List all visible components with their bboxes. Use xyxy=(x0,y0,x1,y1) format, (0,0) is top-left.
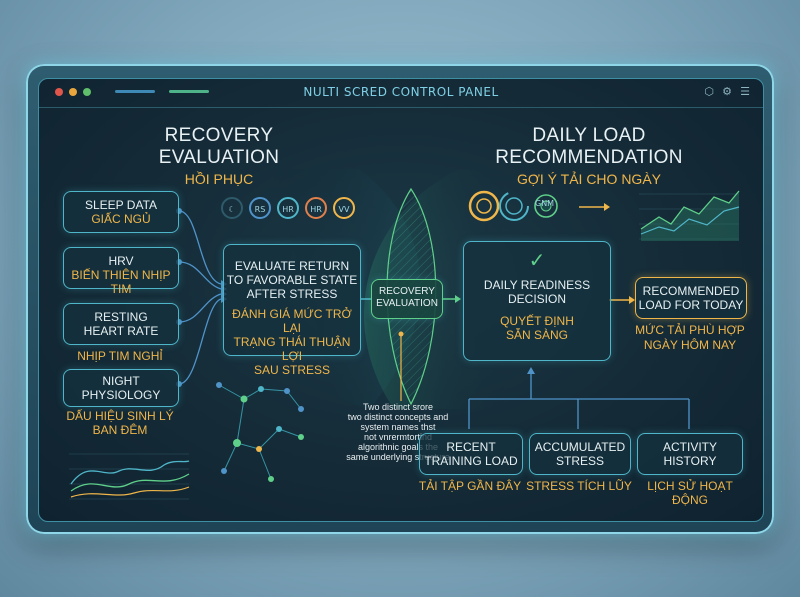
night-physiology-vi: DẤU HIỆU SINH LÝ BAN ĐÊM xyxy=(63,409,177,437)
readiness-en-1: DAILY READINESS xyxy=(483,278,591,292)
ring-hr-2: HR xyxy=(305,197,327,219)
close-dot[interactable] xyxy=(55,88,63,96)
night-physiology-vi-2: BAN ĐÊM xyxy=(92,423,148,437)
gauge-label: GNM xyxy=(535,199,555,208)
factor-2-vi: STRESS TÍCH LŨY xyxy=(526,479,632,493)
left-panel-header: RECOVERY EVALUATION HỒI PHỤC xyxy=(109,125,329,187)
right-panel-title: DAILY LOAD RECOMMENDATION xyxy=(495,125,683,168)
tab-indicator-2[interactable] xyxy=(169,90,209,93)
bridge-label-1: RECOVERY xyxy=(379,286,435,297)
factor-2-en-1: ACCUMULATED xyxy=(534,440,626,454)
evaluate-en-2: TO FAVORABLE STATE xyxy=(226,273,358,287)
factor-1-en-2: TRAINING LOAD xyxy=(424,454,518,468)
evaluate-vi-1: ĐÁNH GIÁ MỨC TRỞ LẠI xyxy=(232,307,352,335)
recovery-evaluation-bridge[interactable]: RECOVERY EVALUATION xyxy=(371,279,443,319)
sleep-data-vi: GIẤC NGỦ xyxy=(91,212,151,226)
night-physiology-vi-1: DẤU HIỆU SINH LÝ xyxy=(66,409,174,423)
settings-icon[interactable]: ⚙ xyxy=(722,85,732,98)
menu-icon[interactable]: ☰ xyxy=(740,85,750,98)
hrv-vi: BIẾN THIÊN NHỊP TIM xyxy=(71,268,171,296)
hrv-card[interactable]: HRV BIẾN THIÊN NHỊP TIM xyxy=(63,247,179,296)
check-icon: ✓ xyxy=(528,250,546,272)
recommended-en-2: LOAD FOR TODAY xyxy=(638,298,744,312)
mini-chart-left xyxy=(69,453,190,500)
minimize-dot[interactable] xyxy=(69,88,77,96)
note-line-5: algorithnic goals the xyxy=(357,442,439,452)
factor-3-en-1: ACTIVITY xyxy=(662,440,717,454)
evaluate-en-3: AFTER STRESS xyxy=(246,287,338,301)
bridge-label-2: EVALUATION xyxy=(376,298,438,309)
ring-hr-1: HR xyxy=(277,197,299,219)
night-physiology-label-2: PHYSIOLOGY xyxy=(81,388,161,402)
resting-hr-label-1: RESTING xyxy=(94,310,148,324)
resting-hr-vi: NHỊP TIM NGHỈ xyxy=(77,349,163,363)
evaluate-vi-3: SAU STRESS xyxy=(253,363,331,377)
evaluate-vi-2: TRẠNG THÁI THUẬN LỢI xyxy=(233,335,351,363)
right-panel-header: DAILY LOAD RECOMMENDATION GỢI Ý TẢI CHO … xyxy=(439,125,739,187)
right-panel-subtitle: GỢI Ý TẢI CHO NGÀY xyxy=(517,171,661,187)
ring-vv: VV xyxy=(333,197,355,219)
daily-readiness-card[interactable]: ✓ DAILY READINESS DECISION QUYẾT ĐỊNH SẴ… xyxy=(463,241,611,361)
recommended-vi-2: NGÀY HÔM NAY xyxy=(643,338,737,352)
recent-training-load-card[interactable]: RECENT TRAINING LOAD xyxy=(419,433,523,475)
note-line-3: system names thst xyxy=(360,422,436,432)
overlap-note: Two distinct srore two distinct concepts… xyxy=(332,402,464,462)
night-physiology-label-1: NIGHT xyxy=(102,374,140,388)
hexagon-icon[interactable]: ⬡ xyxy=(704,85,714,98)
recommended-en-1: RECOMMENDED xyxy=(642,284,740,298)
note-line-4: not vnrermtortind xyxy=(363,432,433,442)
tab-indicator[interactable] xyxy=(115,90,155,93)
moon-icon: ☾ xyxy=(221,197,243,219)
factor-1-vi: TẢI TẬP GẦN ĐÂY xyxy=(418,479,522,493)
note-line-6: same underlying structure xyxy=(346,452,450,462)
activity-history-card[interactable]: ACTIVITY HISTORY xyxy=(637,433,743,475)
resting-hr-label-2: HEART RATE xyxy=(83,324,159,338)
note-line-2: two distinct concepts and xyxy=(347,412,449,422)
readiness-vi-1: QUYẾT ĐỊNH xyxy=(500,314,574,328)
sleep-data-card[interactable]: SLEEP DATA GIẤC NGỦ xyxy=(63,191,179,233)
recommended-vi: MỨC TẢI PHÙ HỢP NGÀY HÔM NAY xyxy=(625,323,755,353)
control-panel-screen: NULTI SCRED CONTROL PANEL ⬡ ⚙ ☰ xyxy=(38,78,764,522)
evaluate-en-1: EVALUATE RETURN xyxy=(234,259,350,273)
left-panel-subtitle: HỒI PHỤC xyxy=(184,171,254,187)
factor-2-en-2: STRESS xyxy=(555,454,604,468)
window-titlebar: NULTI SCRED CONTROL PANEL ⬡ ⚙ ☰ xyxy=(39,79,763,108)
resting-heart-rate-card[interactable]: RESTING HEART RATE xyxy=(63,303,179,345)
sleep-data-label: SLEEP DATA xyxy=(84,198,158,212)
accumulated-stress-card[interactable]: ACCUMULATED STRESS xyxy=(529,433,631,475)
recommended-vi-1: MỨC TẢI PHÙ HỢP xyxy=(635,323,745,337)
gauge-ring-1 xyxy=(468,190,500,222)
readiness-en-2: DECISION xyxy=(507,292,566,306)
readiness-vi-2: SẴN SÀNG xyxy=(505,328,568,342)
night-physiology-card[interactable]: NIGHT PHYSIOLOGY xyxy=(63,369,179,407)
left-panel-title: RECOVERY EVALUATION xyxy=(158,125,280,168)
mini-chart-right xyxy=(639,190,740,241)
evaluate-return-card[interactable]: EVALUATE RETURN TO FAVORABLE STATE AFTER… xyxy=(223,244,361,377)
maximize-dot[interactable] xyxy=(83,88,91,96)
factor-3-en-2: HISTORY xyxy=(663,454,717,468)
note-line-1: Two distinct srore xyxy=(362,402,434,412)
ring-rs: RS xyxy=(249,197,271,219)
window-title: NULTI SCRED CONTROL PANEL xyxy=(303,85,499,99)
factor-3-vi: LỊCH SỬ HOẠT ĐỘNG xyxy=(647,479,733,507)
hrv-label: HRV xyxy=(108,254,134,268)
recommended-load-card[interactable]: RECOMMENDED LOAD FOR TODAY xyxy=(635,277,747,319)
factor-1-en-1: RECENT xyxy=(446,440,496,454)
